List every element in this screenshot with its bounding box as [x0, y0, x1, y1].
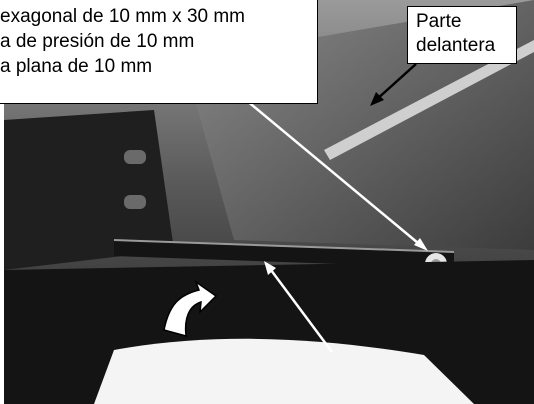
- brake-line: [324, 40, 534, 160]
- front-label-line-1: Parte: [416, 11, 462, 32]
- front-label-box: Parte delantera: [407, 6, 517, 64]
- hardware-callout-box: exagonal de 10 mm x 30 mm a de presión d…: [0, 0, 318, 104]
- callout-line-bolt: exagonal de 10 mm x 30 mm: [0, 6, 246, 27]
- front-label-line-2: delantera: [416, 35, 496, 56]
- callout-line-lock-washer: a de presión de 10 mm: [0, 31, 195, 52]
- callout-line-flat-washer: a plana de 10 mm: [0, 56, 153, 77]
- fairing-bar: [114, 240, 454, 268]
- leader-arrow-bolt: [245, 99, 425, 249]
- rotation-arrow-icon: [163, 279, 218, 338]
- leader-arrow-bar: [266, 265, 334, 353]
- front-indicator-arrow: [375, 63, 417, 101]
